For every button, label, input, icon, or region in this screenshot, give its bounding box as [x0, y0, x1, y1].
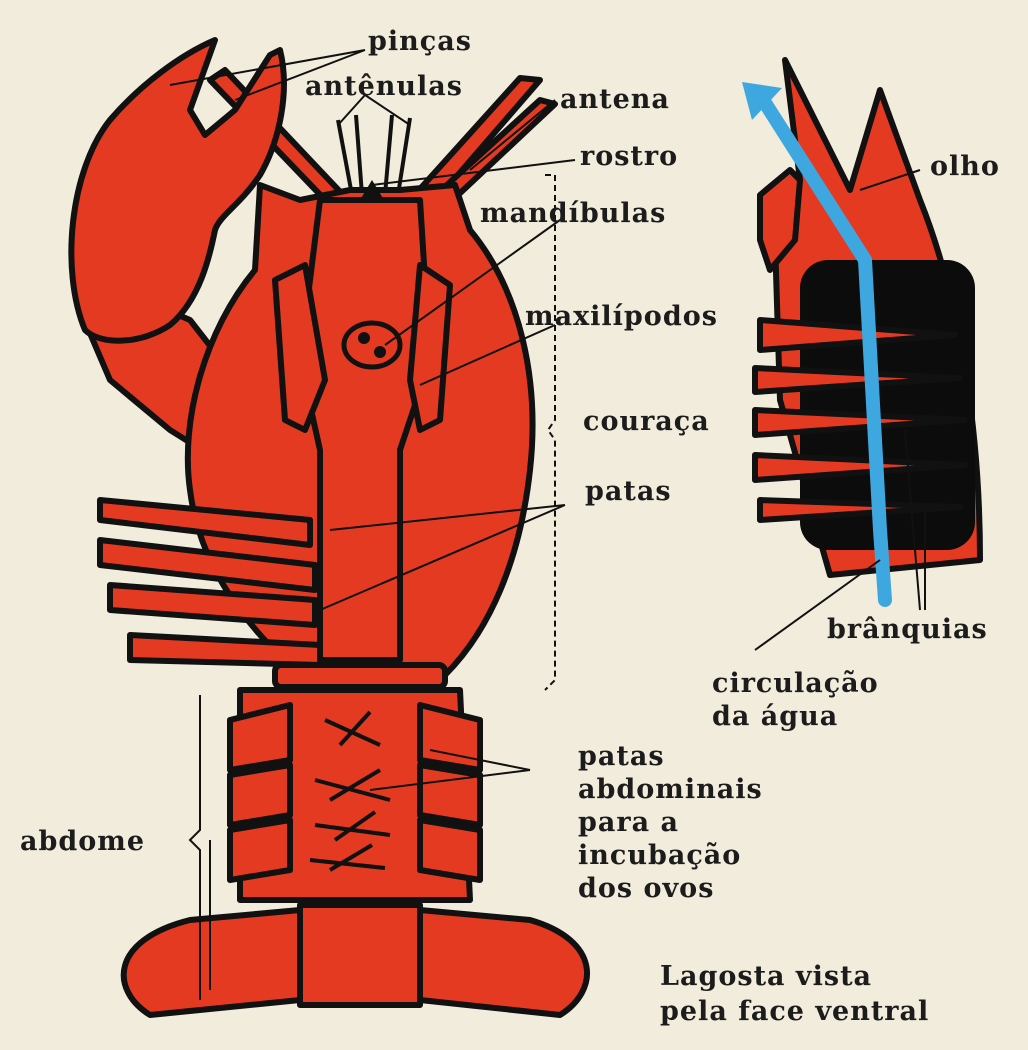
label-patas-abdominais-4: incubação	[578, 840, 741, 871]
caption-line-2: pela face ventral	[660, 996, 929, 1027]
label-maxilipodos: maxilípodos	[525, 301, 718, 332]
label-branquias: brânquias	[827, 614, 988, 645]
label-mandibulas: mandíbulas	[480, 198, 666, 229]
telson	[300, 905, 420, 1005]
label-patas-abdominais-1: patas	[578, 741, 665, 772]
label-patas-abdominais-3: para a	[578, 807, 679, 838]
label-pincas: pinças	[368, 26, 472, 57]
caption-line-1: Lagosta vista	[660, 961, 872, 992]
label-patas-abdominais-2: abdominais	[578, 774, 763, 805]
label-patas: patas	[585, 476, 672, 507]
neck-band	[275, 665, 445, 687]
label-abdome: abdome	[20, 826, 145, 857]
label-olho: olho	[930, 151, 1000, 182]
label-antenulas: antênulas	[305, 71, 463, 102]
label-circulacao-2: da água	[712, 701, 838, 732]
label-rostro: rostro	[580, 141, 678, 172]
mandibles	[344, 323, 400, 367]
label-antena: antena	[560, 84, 670, 115]
label-patas-abdominais-5: dos ovos	[578, 873, 714, 904]
label-couraca: couraça	[583, 406, 710, 437]
maxilliped-right	[410, 265, 450, 430]
label-circulacao-1: circulação	[712, 668, 879, 699]
